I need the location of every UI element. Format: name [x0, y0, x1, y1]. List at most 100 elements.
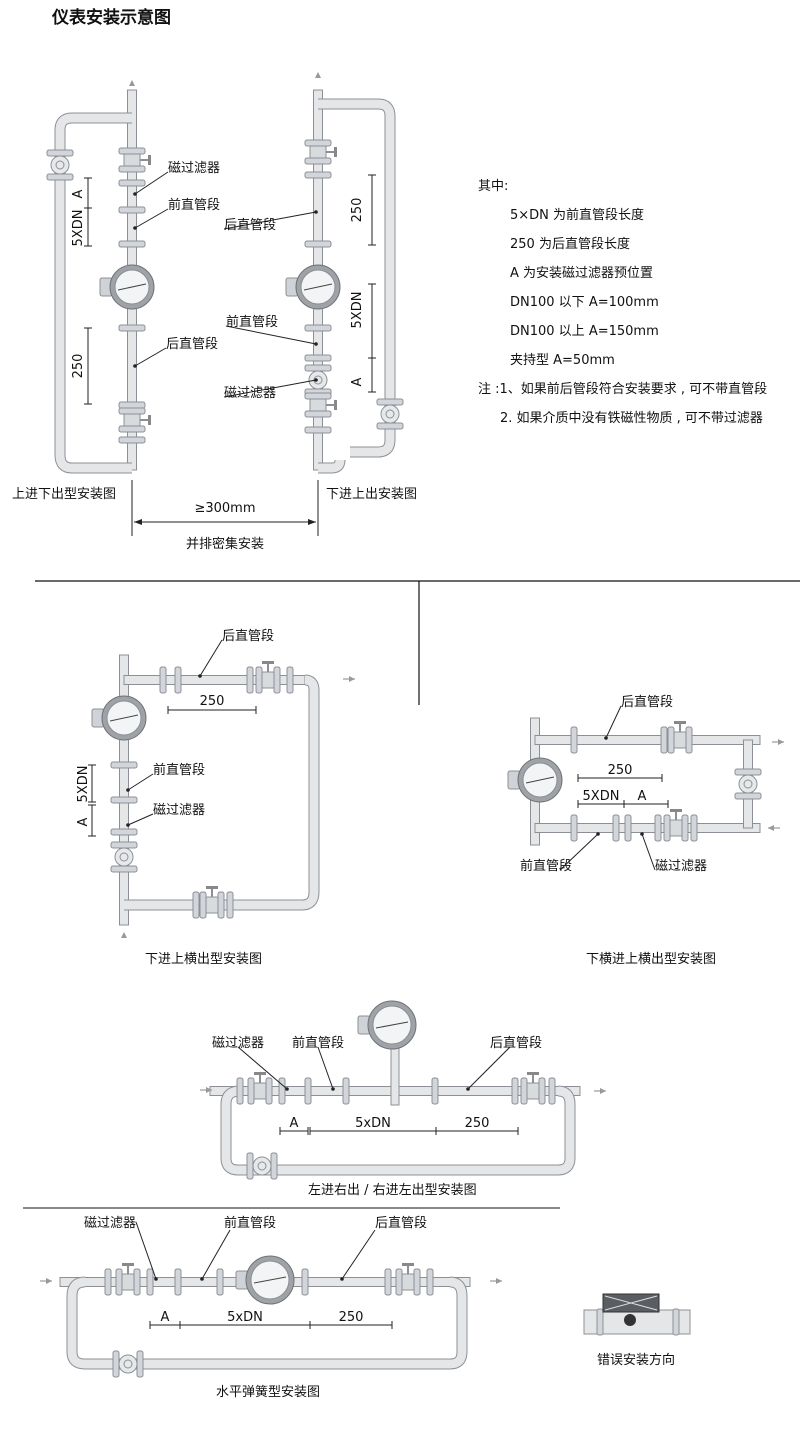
leader-dot	[200, 1277, 204, 1281]
leader-line	[135, 1221, 157, 1280]
front-straight-label: 前直管段	[292, 1035, 344, 1051]
valve-handwheel	[206, 886, 218, 889]
dimension-label-250: 250	[465, 1116, 490, 1131]
flange	[511, 1077, 519, 1105]
flange	[118, 324, 146, 332]
leader-dot	[133, 364, 137, 368]
rear-straight-label: 后直管段	[166, 337, 218, 352]
valve-body	[253, 1082, 267, 1100]
pipe	[534, 823, 761, 833]
dimension-label-5xdn: 5XDN	[71, 210, 86, 247]
leader-dot	[198, 674, 202, 678]
flange	[192, 891, 200, 919]
flange	[663, 814, 671, 842]
flange	[174, 1268, 182, 1296]
inverted-meter	[604, 1295, 658, 1311]
flange	[667, 726, 675, 754]
flange	[118, 240, 146, 248]
flange	[395, 1268, 403, 1296]
leader-line	[641, 833, 656, 871]
magnetic-filter-label: 磁过滤器	[153, 803, 205, 818]
flange	[246, 1152, 254, 1180]
valve-handwheel	[527, 1072, 539, 1075]
leader-dot	[126, 788, 130, 792]
leader-line	[223, 379, 317, 398]
valve-body	[123, 413, 141, 427]
flange	[236, 1077, 244, 1105]
front-straight-label: 前直管段	[224, 1215, 276, 1231]
flange	[431, 1077, 439, 1105]
flange	[136, 1350, 144, 1378]
dimension-label-250: 250	[350, 198, 365, 223]
valve-body	[205, 896, 219, 914]
leader-dot	[133, 226, 137, 230]
valve-handwheel	[402, 1263, 414, 1266]
leader-dot	[340, 1277, 344, 1281]
leader-line	[134, 171, 169, 195]
magnetic-filter-label: 磁过滤器	[212, 1036, 264, 1051]
leader-line	[127, 773, 154, 791]
dimension-label-5xdn: 5XDN	[583, 789, 620, 804]
flow-arrow	[496, 1278, 502, 1284]
valve-body	[673, 731, 687, 749]
flange	[118, 165, 146, 173]
flange	[110, 865, 138, 873]
front-straight-label: 前直管段	[153, 762, 205, 778]
valve-handwheel	[148, 415, 151, 425]
flange	[654, 814, 662, 842]
flange	[612, 814, 620, 842]
flow-arrow	[768, 825, 774, 831]
flange	[304, 324, 332, 332]
magnetic-filter-label: 磁过滤器	[84, 1216, 136, 1231]
flange	[159, 666, 167, 694]
valve-handwheel	[334, 400, 337, 410]
strainer-body	[118, 1354, 138, 1374]
pipe-elbow	[318, 99, 395, 457]
dimension-label-a: A	[638, 789, 647, 804]
leader-line	[317, 1046, 334, 1090]
dimension-label-a: A	[161, 1310, 170, 1325]
pipe-elbow	[318, 459, 345, 473]
leader-dot	[126, 823, 130, 827]
flange	[304, 410, 332, 418]
pipe-elbow	[221, 1086, 575, 1175]
flange	[304, 139, 332, 147]
caption-mid-left: 下进上横出型安装图	[145, 952, 262, 967]
valve-handwheel	[334, 147, 337, 157]
flange	[548, 1077, 556, 1105]
valve-handwheel	[254, 1072, 266, 1075]
strainer-body	[738, 774, 758, 794]
valve-body	[121, 1273, 135, 1291]
dimension-arrow	[134, 519, 142, 525]
strainer-body	[119, 852, 129, 862]
leader-dot	[154, 1277, 158, 1281]
flange	[246, 666, 254, 694]
leader-line	[201, 1229, 231, 1280]
strainer-body	[743, 779, 753, 789]
flange	[110, 828, 138, 836]
flange	[520, 1077, 528, 1105]
flange	[376, 398, 404, 406]
magnetic-filter-label: 磁过滤器	[168, 161, 220, 176]
flange	[286, 666, 294, 694]
dimension-label-a: A	[290, 1116, 299, 1131]
flow-arrow	[315, 72, 321, 78]
strainer-body	[252, 1156, 272, 1176]
leader-line	[467, 1046, 511, 1090]
leader-dot	[314, 342, 318, 346]
flange	[118, 147, 146, 155]
leader-line	[341, 1229, 376, 1280]
flange	[570, 726, 578, 754]
flange	[376, 422, 404, 430]
caption-mid-right: 下横进上横出型安装图	[586, 952, 716, 967]
caption-bottom: 水平弹簧型安装图	[216, 1384, 320, 1400]
flange	[118, 407, 146, 415]
flange	[304, 1077, 312, 1105]
flange	[270, 1152, 278, 1180]
front-straight-label: 前直管段	[226, 314, 278, 330]
flange	[46, 173, 74, 181]
valve-body	[669, 819, 683, 837]
flange	[690, 814, 698, 842]
strainer-body	[50, 155, 70, 175]
